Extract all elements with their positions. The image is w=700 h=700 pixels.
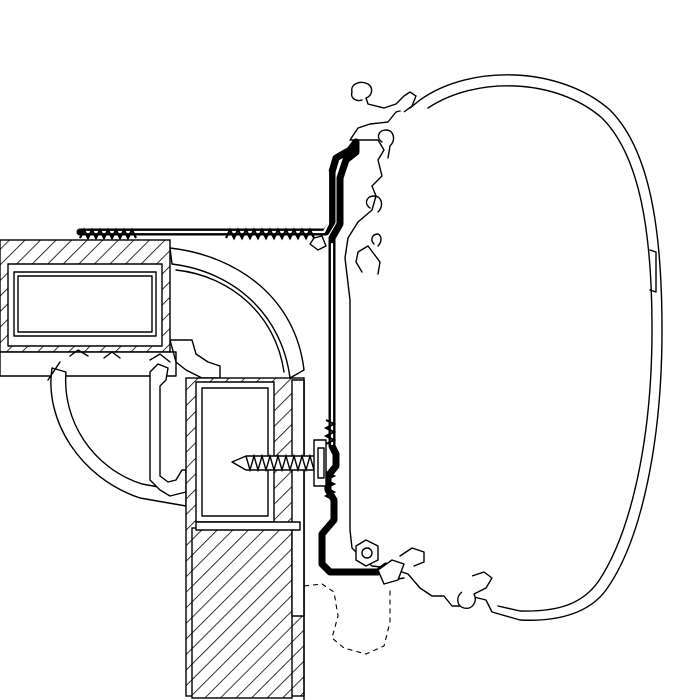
wall-frame-profile: [185, 377, 305, 700]
screw: [231, 439, 327, 487]
awning-profile: [344, 74, 663, 621]
roof-frame-profile: [0, 239, 305, 379]
mid-clip: [149, 339, 221, 497]
locking-nut: [355, 539, 405, 585]
hidden-outline: [303, 583, 391, 655]
adapter-rail: [76, 138, 390, 576]
